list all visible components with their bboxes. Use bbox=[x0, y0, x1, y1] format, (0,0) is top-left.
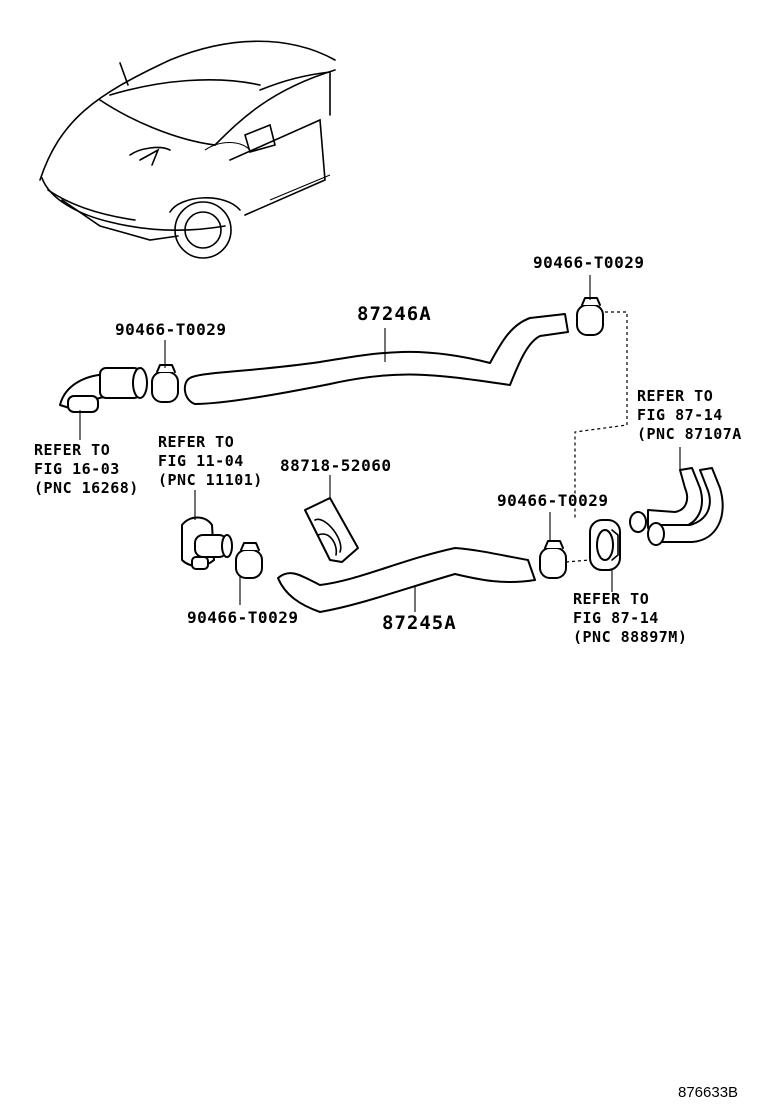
clamp-left bbox=[151, 364, 179, 403]
clamp-lower-left bbox=[235, 542, 263, 579]
ref-fig-87-14-b-line1: REFER TO bbox=[573, 590, 650, 608]
label-clamp-lower-right: 90466-T0029 bbox=[497, 491, 609, 510]
bracket-88718 bbox=[304, 497, 359, 563]
ref-fig-87-14-b-line2: FIG 87-14 bbox=[573, 609, 659, 627]
ref-fig-87-14-a: REFER TO FIG 87-14 (PNC 87107A bbox=[637, 387, 742, 444]
ref-fig-11-04-line1: REFER TO bbox=[158, 433, 235, 451]
hose-87245a bbox=[277, 547, 536, 613]
ref-fig-87-14-a-line2: FIG 87-14 bbox=[637, 406, 723, 424]
ref-fig-87-14-b-line3: (PNC 88897M) bbox=[573, 628, 688, 646]
ref-fig-16-03-line2: FIG 16-03 bbox=[34, 460, 120, 478]
ref-fig-16-03-line3: (PNC 16268) bbox=[34, 479, 139, 497]
dashed-link-lower bbox=[565, 559, 591, 563]
label-clamp-lower-left: 90466-T0029 bbox=[187, 608, 299, 627]
label-hose-87246a: 87246A bbox=[357, 303, 432, 325]
illustration-code: 876633B bbox=[678, 1084, 739, 1101]
label-clamp-left: 90466-T0029 bbox=[115, 320, 227, 339]
ref-fig-11-04-line3: (PNC 11101) bbox=[158, 471, 263, 489]
clamp-top-right bbox=[576, 297, 604, 336]
ref-fig-16-03-line1: REFER TO bbox=[34, 441, 111, 459]
dashed-link-upper bbox=[574, 311, 628, 520]
label-clamp-top-right: 90466-T0029 bbox=[533, 253, 645, 272]
ref-fig-11-04: REFER TO FIG 11-04 (PNC 11101) bbox=[158, 433, 263, 490]
label-bracket: 88718-52060 bbox=[280, 456, 392, 475]
ref-fig-87-14-a-line1: REFER TO bbox=[637, 387, 714, 405]
ref-fig-87-14-b: REFER TO FIG 87-14 (PNC 88897M) bbox=[573, 590, 687, 647]
ref-fig-87-14-a-line3: (PNC 87107A bbox=[637, 425, 742, 443]
ref-fig-16-03: REFER TO FIG 16-03 (PNC 16268) bbox=[34, 441, 139, 498]
leader-lines bbox=[79, 275, 681, 612]
car-illustration bbox=[39, 40, 336, 259]
clamp-lower-right bbox=[539, 540, 567, 579]
label-hose-87245a: 87245A bbox=[382, 612, 457, 634]
heater-pipes-fig-87-14 bbox=[629, 467, 724, 546]
grommet-fig-87-14 bbox=[589, 519, 621, 571]
fitting-fig-11-04 bbox=[181, 516, 233, 570]
pipe-fig-16-03 bbox=[59, 367, 148, 413]
hose-87246a bbox=[183, 313, 569, 405]
ref-fig-11-04-line2: FIG 11-04 bbox=[158, 452, 244, 470]
